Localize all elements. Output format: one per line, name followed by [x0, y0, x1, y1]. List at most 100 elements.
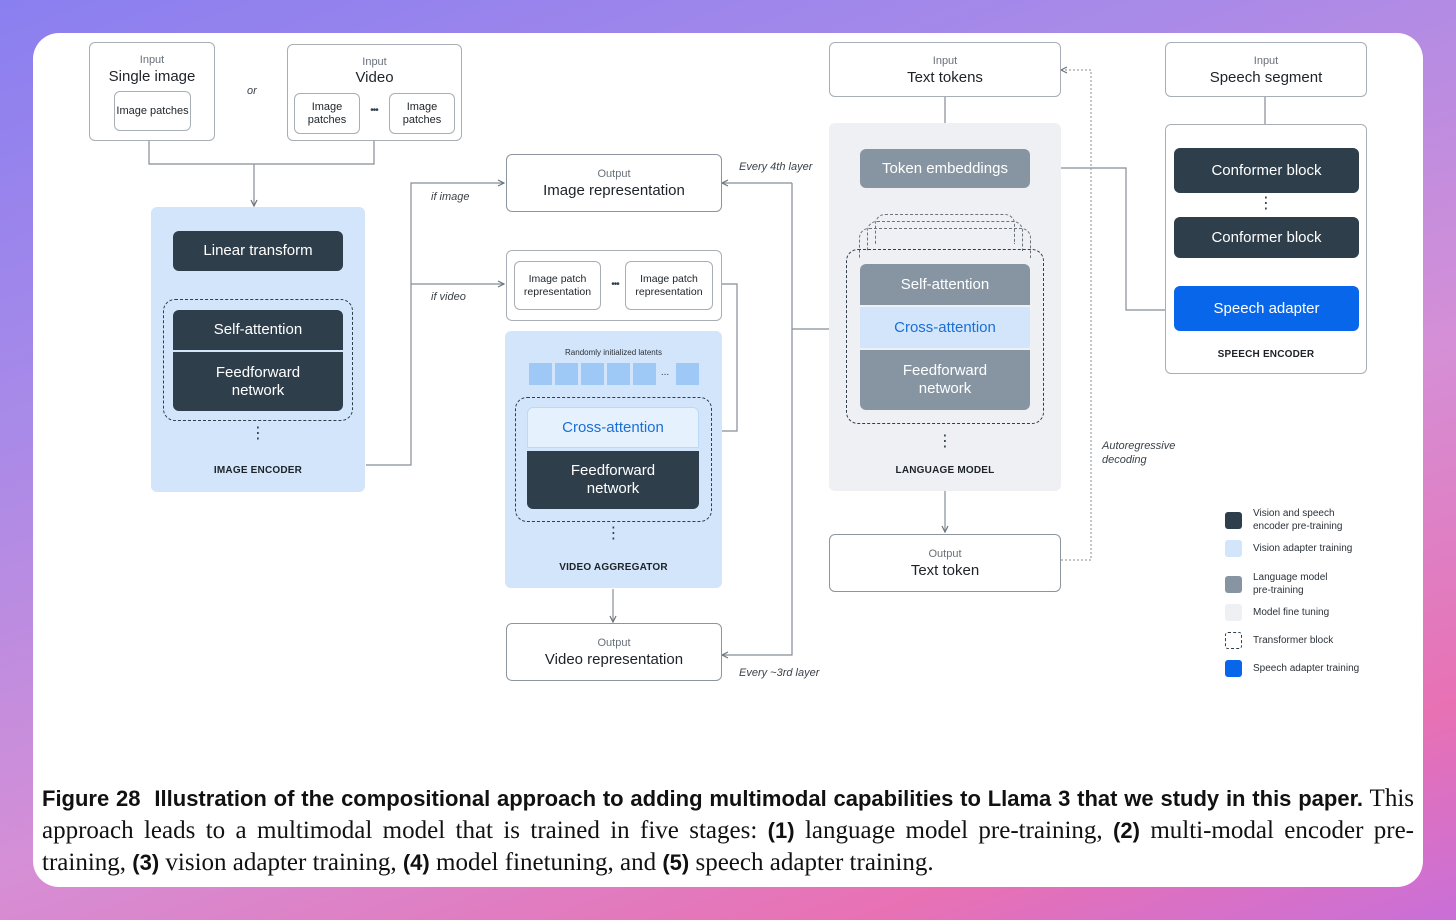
transformer-block-dashed [515, 397, 712, 522]
latent-token [555, 363, 578, 385]
output-title: Video representation [544, 651, 684, 668]
more-layers-dots: ⋮ [1258, 195, 1274, 212]
every-4th-layer-label: Every 4th layer [739, 161, 813, 173]
ellipsis: ••• [611, 279, 620, 290]
video-aggregator-section: Randomly initialized latents ... Cross-a… [505, 331, 722, 588]
stage-text: multi-modal encoder pre-training, [42, 817, 1415, 876]
latents-label: Randomly initialized latents [565, 348, 662, 357]
input-title: Single image [108, 68, 196, 85]
latent-token [581, 363, 604, 385]
output-title: Image representation [543, 182, 685, 199]
figure-caption: Figure 28 Illustration of the compositio… [42, 783, 1414, 879]
legend-swatch [1225, 511, 1242, 529]
feedforward-block: Feedforward network [173, 352, 343, 411]
caption-text: This approach leads to a multimodal mode… [42, 785, 1414, 844]
input-video-box: Input Video Image patches ••• Image patc… [287, 44, 462, 141]
stage-text: language model pre-training, [804, 817, 1103, 844]
stage-text: speech adapter training. [695, 849, 934, 876]
legend-item: Language model pre-training [1225, 571, 1337, 597]
legend-swatch [1225, 540, 1242, 557]
more-layers-dots: ⋮ [937, 433, 953, 450]
input-caption: Input [362, 56, 387, 68]
more-layers-dots: ⋮ [605, 525, 622, 542]
output-image-representation: Output Image representation [506, 154, 722, 212]
latent-token [676, 363, 699, 385]
input-speech-segment-box: Input Speech segment [1165, 42, 1367, 97]
if-video-label: if video [431, 291, 466, 303]
cross-attention-block: Cross-attention [527, 407, 699, 448]
line-every-3rd [722, 329, 793, 655]
transformer-block-dashed [846, 249, 1044, 424]
output-title: Text token [910, 562, 980, 579]
speech-encoder-section: Conformer block ⋮ Conformer block Speech… [1165, 124, 1367, 374]
input-title: Text tokens [907, 69, 983, 86]
line-single-image [148, 141, 254, 165]
latent-ellipsis: ... [660, 367, 670, 378]
input-caption: Input [932, 55, 958, 67]
legend-item: Vision adapter training [1225, 540, 1352, 557]
stage-number: (1) [767, 818, 795, 843]
or-label: or [247, 85, 257, 97]
line-if-image [366, 183, 504, 466]
input-caption: Input [139, 54, 165, 66]
self-attention-block: Self-attention [173, 310, 343, 350]
image-patches: Image patches [114, 91, 191, 131]
output-caption: Output [928, 548, 962, 560]
language-model-section: Token embeddings Self-attention Cross-at… [829, 123, 1061, 491]
image-patch-representation: Image patch representation [514, 261, 601, 310]
transformer-block-dashed [163, 299, 353, 421]
patch-representations-box: Image patch representation ••• Image pat… [506, 250, 722, 321]
language-model-title: LANGUAGE MODEL [895, 465, 995, 476]
input-caption: Input [1253, 55, 1279, 67]
legend-label: Speech adapter training [1253, 663, 1360, 674]
image-encoder-section: Linear transform Self-attention Feedforw… [151, 207, 365, 492]
token-embeddings-block: Token embeddings [860, 149, 1030, 188]
figure-number: Figure 28 [42, 786, 141, 811]
autoregressive-decoding-label: Autoregressive decoding [1102, 440, 1176, 466]
every-3rd-layer-label: Every ~3rd layer [739, 667, 820, 679]
legend-item: Model fine tuning [1225, 604, 1329, 621]
speech-encoder-title: SPEECH ENCODER [1217, 349, 1315, 360]
stage-text: vision adapter training, [165, 849, 397, 876]
conformer-block: Conformer block [1174, 217, 1359, 258]
legend-item: Speech adapter training [1225, 660, 1359, 677]
output-video-representation: Output Video representation [506, 623, 722, 681]
image-patches: Image patches [389, 93, 455, 134]
line-speech-adapter [1031, 168, 1173, 311]
stage-number: (2) [1113, 818, 1140, 843]
image-patches: Image patches [294, 93, 360, 134]
legend-label: Vision and speech encoder pre-training [1253, 508, 1343, 532]
stage-number: (4) [402, 850, 430, 875]
legend-label: Model fine tuning [1253, 607, 1330, 618]
latent-tokens: ... [529, 363, 699, 385]
image-encoder-title: IMAGE ENCODER [213, 465, 303, 476]
legend-swatch [1225, 575, 1242, 593]
input-text-tokens-box: Input Text tokens [829, 42, 1061, 97]
latent-token [529, 363, 552, 385]
line-autoregressive [1061, 70, 1092, 561]
stacked-layer-outline [859, 228, 1031, 258]
feedforward-block: Feedforward network [860, 350, 1030, 410]
legend-label: Vision adapter training [1253, 543, 1353, 554]
input-title: Video [355, 69, 394, 86]
if-image-label: if image [431, 191, 470, 203]
legend-swatch [1225, 632, 1242, 649]
stage-number: (5) [662, 850, 690, 875]
legend-swatch [1225, 660, 1242, 677]
legend-label: Transformer block [1253, 635, 1334, 646]
output-caption: Output [597, 168, 631, 180]
latent-token [633, 363, 656, 385]
legend-item: Transformer block [1225, 632, 1333, 649]
conformer-block: Conformer block [1174, 148, 1359, 193]
legend-label: Language model pre-training [1253, 572, 1328, 596]
more-layers-dots: ⋮ [250, 425, 266, 442]
figure-card: Input Single image Image patches or Inpu… [33, 33, 1423, 887]
input-title: Speech segment [1209, 69, 1323, 86]
cross-attention-block: Cross-attention [860, 307, 1030, 348]
figure-title: Illustration of the compositional approa… [154, 786, 1364, 811]
output-caption: Output [597, 637, 631, 649]
legend-item: Vision and speech encoder pre-training [1225, 507, 1353, 533]
video-aggregator-title: VIDEO AGGREGATOR [559, 562, 668, 573]
input-single-image-box: Input Single image Image patches [89, 42, 215, 141]
linear-transform-block: Linear transform [173, 231, 343, 271]
